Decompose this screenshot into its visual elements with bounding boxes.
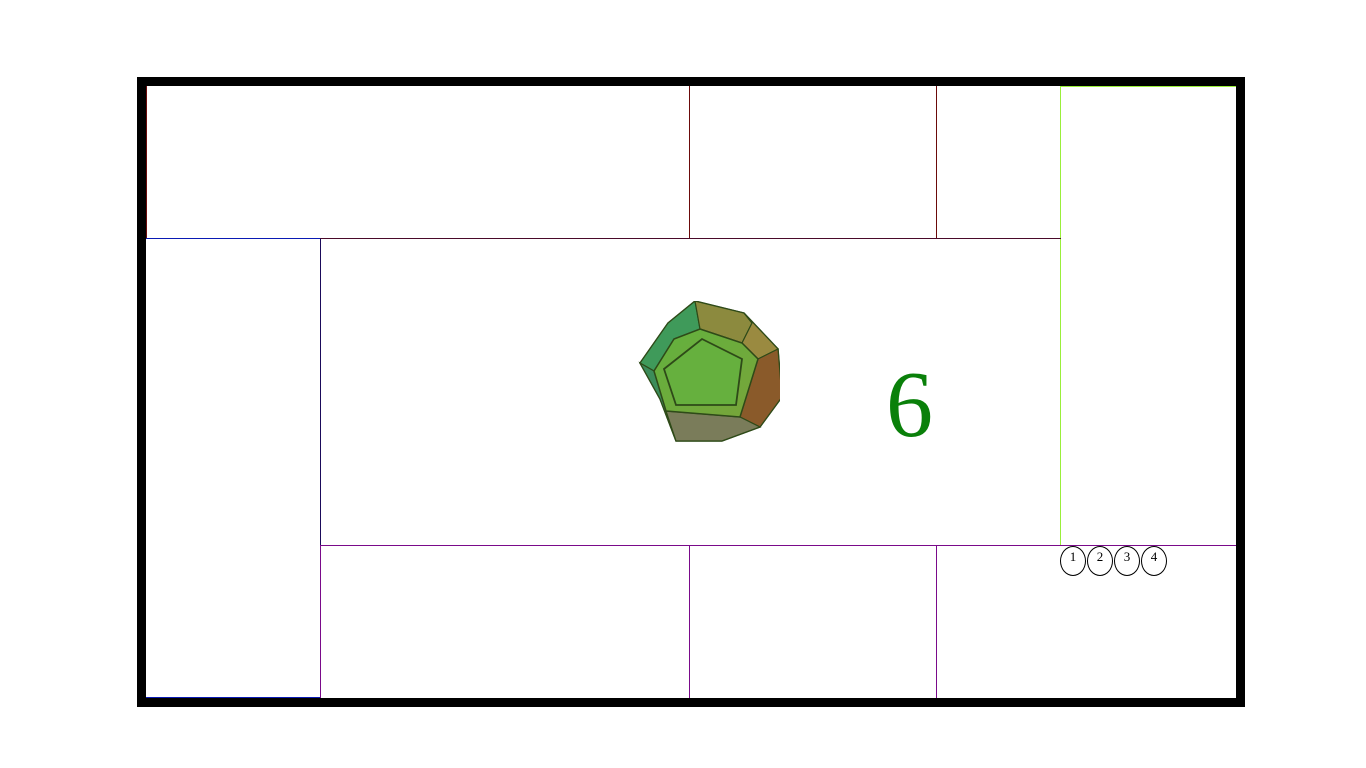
board-cell-top[interactable] <box>690 86 814 239</box>
player-tokens: 1 2 3 4 <box>1060 546 1168 576</box>
board-cell-left[interactable] <box>146 238 321 342</box>
board-cell-top[interactable] <box>320 86 444 239</box>
board-cell-bottom[interactable] <box>566 545 690 698</box>
game-board: 6 1 2 3 4 <box>137 77 1245 707</box>
board-cell-left-corner[interactable] <box>146 545 321 698</box>
board-cell-right[interactable] <box>1060 341 1236 443</box>
dodecahedron-die-icon[interactable] <box>630 299 783 451</box>
board-cell-left[interactable] <box>146 341 321 443</box>
board-cell-top-corner[interactable] <box>146 86 321 239</box>
board-center <box>320 238 1061 545</box>
board-cell-bottom[interactable] <box>320 545 444 698</box>
player-token-1[interactable]: 1 <box>1060 546 1086 576</box>
player-token-2[interactable]: 2 <box>1087 546 1113 576</box>
board-cell-top[interactable] <box>566 86 690 239</box>
board-cell-left[interactable] <box>146 442 321 546</box>
board-cell-bottom[interactable] <box>937 545 1061 698</box>
board-cell-top[interactable] <box>937 86 1061 239</box>
board-cell-right-corner[interactable] <box>1060 86 1236 239</box>
board-cell-bottom[interactable] <box>443 545 567 698</box>
board-cell-right[interactable] <box>1060 238 1236 342</box>
board-cell-bottom[interactable] <box>813 545 937 698</box>
board-cell-bottom[interactable] <box>690 545 814 698</box>
board-cell-top[interactable] <box>813 86 937 239</box>
player-token-3[interactable]: 3 <box>1114 546 1140 576</box>
die-roll-value: 6 <box>886 353 933 457</box>
player-token-4[interactable]: 4 <box>1141 546 1167 576</box>
board-cell-right[interactable] <box>1060 442 1236 546</box>
board-cell-top[interactable] <box>443 86 567 239</box>
